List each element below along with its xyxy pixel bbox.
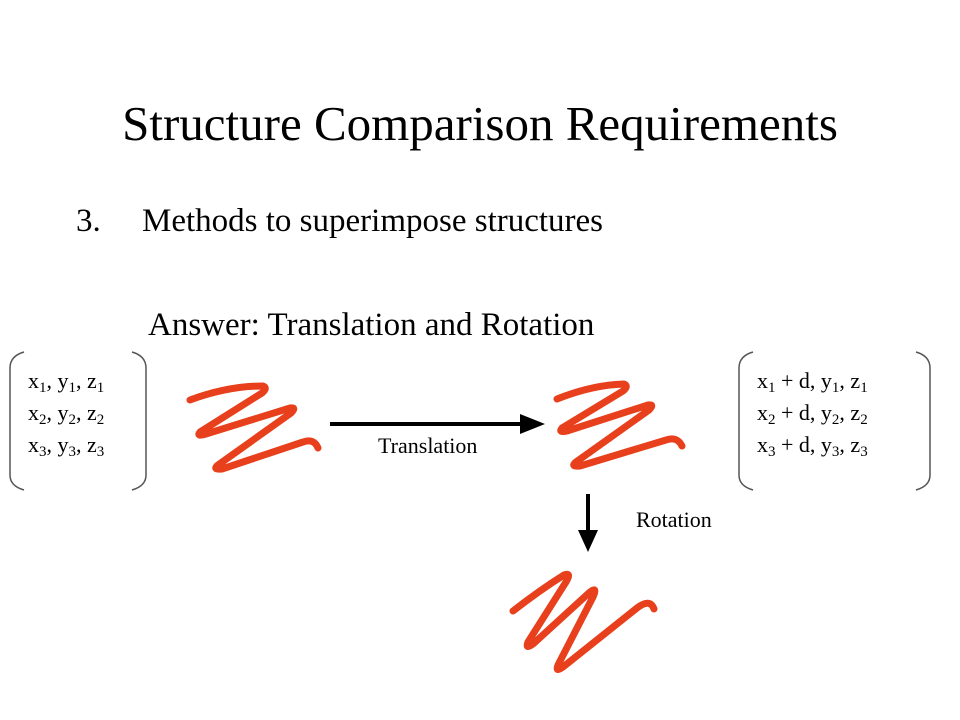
coordinate-text: x	[28, 432, 39, 457]
rotation-arrowhead-icon	[578, 530, 598, 552]
left-bracket-close	[131, 351, 147, 491]
coordinate-subscript: 1	[860, 380, 868, 396]
coordinate-subscript: 1	[831, 380, 840, 396]
coordinate-subscript: 3	[68, 444, 77, 460]
coordinate-text: , z	[76, 432, 97, 457]
coordinate-text: x	[757, 368, 768, 393]
structure-original	[186, 382, 322, 473]
coordinate-text: , y	[46, 432, 69, 457]
coordinate-subscript: 1	[39, 380, 47, 396]
list-item-number: 3.	[76, 203, 101, 239]
coordinate-text: + d, y	[775, 400, 832, 425]
coordinates-original-row: x2, y2, z2	[28, 397, 104, 429]
coordinate-text: + d, y	[775, 432, 832, 457]
coordinate-text: x	[28, 400, 39, 425]
coordinate-text: x	[757, 432, 768, 457]
coordinate-subscript: 3	[860, 444, 868, 460]
translation-label: Translation	[378, 433, 478, 458]
coordinate-text: , z	[839, 400, 861, 425]
coordinate-text: , z	[839, 432, 861, 457]
coordinate-subscript: 3	[831, 444, 840, 460]
coordinate-subscript: 2	[831, 412, 840, 428]
coordinate-subscript: 2	[860, 412, 868, 428]
coordinate-subscript: 2	[39, 412, 47, 428]
coordinate-text: , z	[76, 368, 97, 393]
coordinate-subscript: 2	[68, 412, 77, 428]
coordinate-subscript: 1	[96, 380, 105, 396]
coordinates-translated-row: x2 + d, y2, z2	[757, 397, 868, 429]
left-bracket-open	[9, 351, 25, 491]
structure-rotated	[509, 570, 658, 674]
coordinate-text: , y	[46, 368, 69, 393]
right-bracket-open	[738, 351, 754, 491]
rotation-label: Rotation	[636, 507, 712, 532]
slide-title: Structure Comparison Requirements	[122, 96, 838, 151]
coordinate-text: x	[757, 400, 768, 425]
coordinate-text: x	[28, 368, 39, 393]
coordinate-subscript: 1	[768, 380, 776, 396]
coordinate-subscript: 1	[68, 380, 77, 396]
coordinate-subscript: 2	[768, 412, 776, 428]
coordinates-original-row: x1, y1, z1	[28, 365, 104, 397]
structure-translated	[553, 380, 686, 470]
translation-arrowhead-icon	[520, 414, 545, 434]
list-item-text: Methods to superimpose structures	[142, 203, 604, 239]
coordinate-text: + d, y	[775, 368, 832, 393]
coordinate-subscript: 3	[39, 444, 47, 460]
coordinates-original-row: x3, y3, z3	[28, 429, 104, 461]
coordinate-text: , z	[839, 368, 861, 393]
coordinate-text: , z	[76, 400, 97, 425]
list-item: 3. Methods to superimpose structures	[76, 203, 603, 240]
coordinate-subscript: 2	[96, 412, 105, 428]
coordinate-subscript: 3	[96, 444, 105, 460]
answer-text: Answer: Translation and Rotation	[148, 307, 595, 343]
coordinate-subscript: 3	[768, 444, 776, 460]
right-bracket-close	[915, 351, 931, 491]
coordinates-translated-row: x1 + d, y1, z1	[757, 365, 868, 397]
coordinates-translated-row: x3 + d, y3, z3	[757, 429, 868, 461]
coordinate-text: , y	[46, 400, 69, 425]
